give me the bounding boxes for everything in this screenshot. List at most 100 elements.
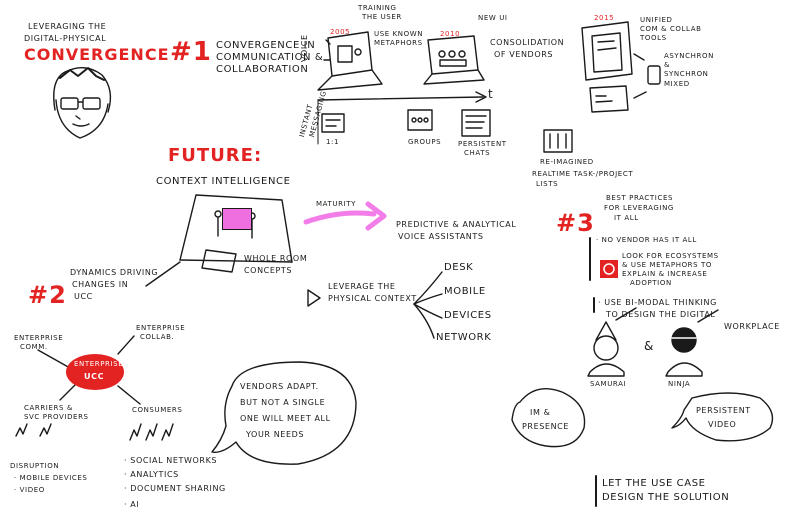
future-heading: Future: bbox=[168, 145, 263, 166]
time-axis-label: t bbox=[488, 87, 494, 101]
unified-2: com & collab bbox=[640, 25, 702, 33]
physical-2: physical context bbox=[328, 294, 417, 303]
im-1: IM & bbox=[530, 408, 551, 417]
metaphors-2: metaphors bbox=[374, 39, 423, 47]
branch-desk: desk bbox=[444, 262, 474, 273]
unified-3: tools bbox=[640, 34, 667, 42]
enterprise-collab-1: Enterprise bbox=[136, 324, 186, 332]
lightning-bolts bbox=[15, 423, 174, 441]
ucc-hub-label-1: Enterprise bbox=[74, 360, 124, 368]
section2-heading-1: Dynamics driving bbox=[70, 268, 159, 277]
predictive-1: predictive & analytical bbox=[396, 220, 517, 229]
maturity-arrowhead bbox=[365, 201, 387, 231]
look-2: & use metaphors to bbox=[622, 261, 712, 269]
predictive-2: voice assistants bbox=[398, 232, 484, 241]
ninja-label: Ninja bbox=[668, 380, 691, 388]
social-networks: · social networks bbox=[124, 456, 218, 465]
context-connector bbox=[145, 261, 181, 287]
ucc-hub-label-2: UCC bbox=[84, 372, 105, 381]
ai-item: · AI bbox=[124, 500, 140, 509]
context-intelligence: Context intelligence bbox=[156, 176, 291, 187]
year-2005: 2005 bbox=[330, 28, 351, 36]
whole-room-sketch bbox=[179, 194, 293, 273]
im-2: presence bbox=[522, 422, 569, 431]
ninja-sketch bbox=[665, 309, 719, 377]
look-4: adoption bbox=[630, 279, 672, 287]
bimodal-1: · use bi-modal thinking bbox=[598, 298, 717, 307]
title-line-1: Leveraging the bbox=[28, 22, 107, 31]
training-2: the user bbox=[362, 13, 402, 21]
one-to-one: 1:1 bbox=[326, 138, 340, 146]
new-ui: New UI bbox=[478, 14, 508, 22]
ucc-hub bbox=[66, 354, 124, 390]
usecase-1: let the use case bbox=[602, 478, 706, 489]
analytics: · analytics bbox=[124, 470, 179, 479]
branch-mobile: mobile bbox=[444, 286, 486, 297]
tools-2015-sketch bbox=[581, 21, 661, 113]
bubble-2: but not a single bbox=[240, 398, 326, 407]
section3-heading-1: Best practices bbox=[606, 194, 674, 202]
ucc-hub-spokes bbox=[37, 335, 141, 405]
section1-heading-2: communication & bbox=[216, 52, 324, 63]
unified-1: unified bbox=[640, 16, 673, 24]
title-line-3: Convergence bbox=[24, 45, 170, 64]
samurai-label: Samurai bbox=[590, 380, 627, 388]
look-1: look for ecosystems bbox=[622, 252, 719, 260]
consolidation-2: of vendors bbox=[494, 50, 554, 59]
context-triangle bbox=[307, 289, 321, 307]
reimagined-2: realtime task-/project bbox=[532, 170, 634, 178]
consumers-label: consumers bbox=[132, 406, 183, 414]
context-branches bbox=[413, 271, 443, 339]
ecosystem-icon bbox=[600, 260, 618, 278]
video-bubble bbox=[671, 392, 774, 442]
samurai-sketch bbox=[587, 307, 637, 377]
async-3: synchron bbox=[664, 70, 709, 78]
video-bubble-1: persistent bbox=[696, 406, 751, 415]
reimagined-3: lists bbox=[536, 180, 559, 188]
usecase-2: design the solution bbox=[602, 492, 730, 503]
section2-heading-3: UCC bbox=[74, 292, 93, 301]
groups: Groups bbox=[408, 138, 442, 146]
reimagined-1: Re-imagined bbox=[540, 158, 594, 166]
carriers-2: svc providers bbox=[24, 413, 89, 421]
section3-heading-2: for leveraging bbox=[604, 204, 674, 212]
title-line-2: digital-physical bbox=[24, 34, 107, 43]
async-4: mixed bbox=[664, 80, 690, 88]
branch-network: network bbox=[436, 332, 492, 343]
voice-label: Voice bbox=[300, 34, 309, 62]
enterprise-collab-2: collab. bbox=[140, 333, 175, 341]
disruption-label: disruption bbox=[10, 462, 60, 470]
year-2015: 2015 bbox=[594, 14, 615, 22]
video-bubble-2: video bbox=[708, 420, 737, 429]
speech-bubble bbox=[211, 361, 357, 465]
room-screen bbox=[222, 208, 252, 230]
section1-heading-1: Convergence in bbox=[216, 40, 316, 51]
section2-number: #2 bbox=[28, 281, 67, 309]
maturity-arrow bbox=[303, 210, 377, 225]
metaphors-1: use known bbox=[374, 30, 424, 38]
async-1: asynchron bbox=[664, 52, 714, 60]
timeline-axis bbox=[317, 91, 487, 145]
im-bubble bbox=[511, 388, 586, 448]
enterprise-comm-1: Enterprise bbox=[14, 334, 64, 342]
physical-1: leverage the bbox=[328, 282, 396, 291]
enterprise-comm-2: comm. bbox=[20, 343, 48, 351]
persistent-chats-1: persistent bbox=[458, 140, 507, 148]
bubble-3: one will meet all bbox=[240, 414, 331, 423]
laptop-2005-sketch bbox=[317, 31, 383, 91]
training-1: Training bbox=[358, 4, 397, 12]
bimodal-3: workplace bbox=[724, 322, 780, 331]
amp-label: & bbox=[644, 339, 654, 353]
video-item: · video bbox=[14, 486, 45, 494]
branch-devices: devices bbox=[444, 310, 492, 321]
bubble-1: vendors adapt. bbox=[240, 382, 319, 391]
section2-heading-2: changes in bbox=[72, 280, 129, 289]
section1-number: #1 bbox=[170, 37, 212, 67]
bimodal-2: to design the digital bbox=[606, 310, 716, 319]
section3-number: #3 bbox=[556, 209, 595, 237]
chat-icons-sketch bbox=[321, 109, 573, 153]
document-sharing: · document sharing bbox=[124, 484, 226, 493]
year-2010: 2010 bbox=[440, 30, 461, 38]
whole-room-2: concepts bbox=[244, 266, 293, 275]
